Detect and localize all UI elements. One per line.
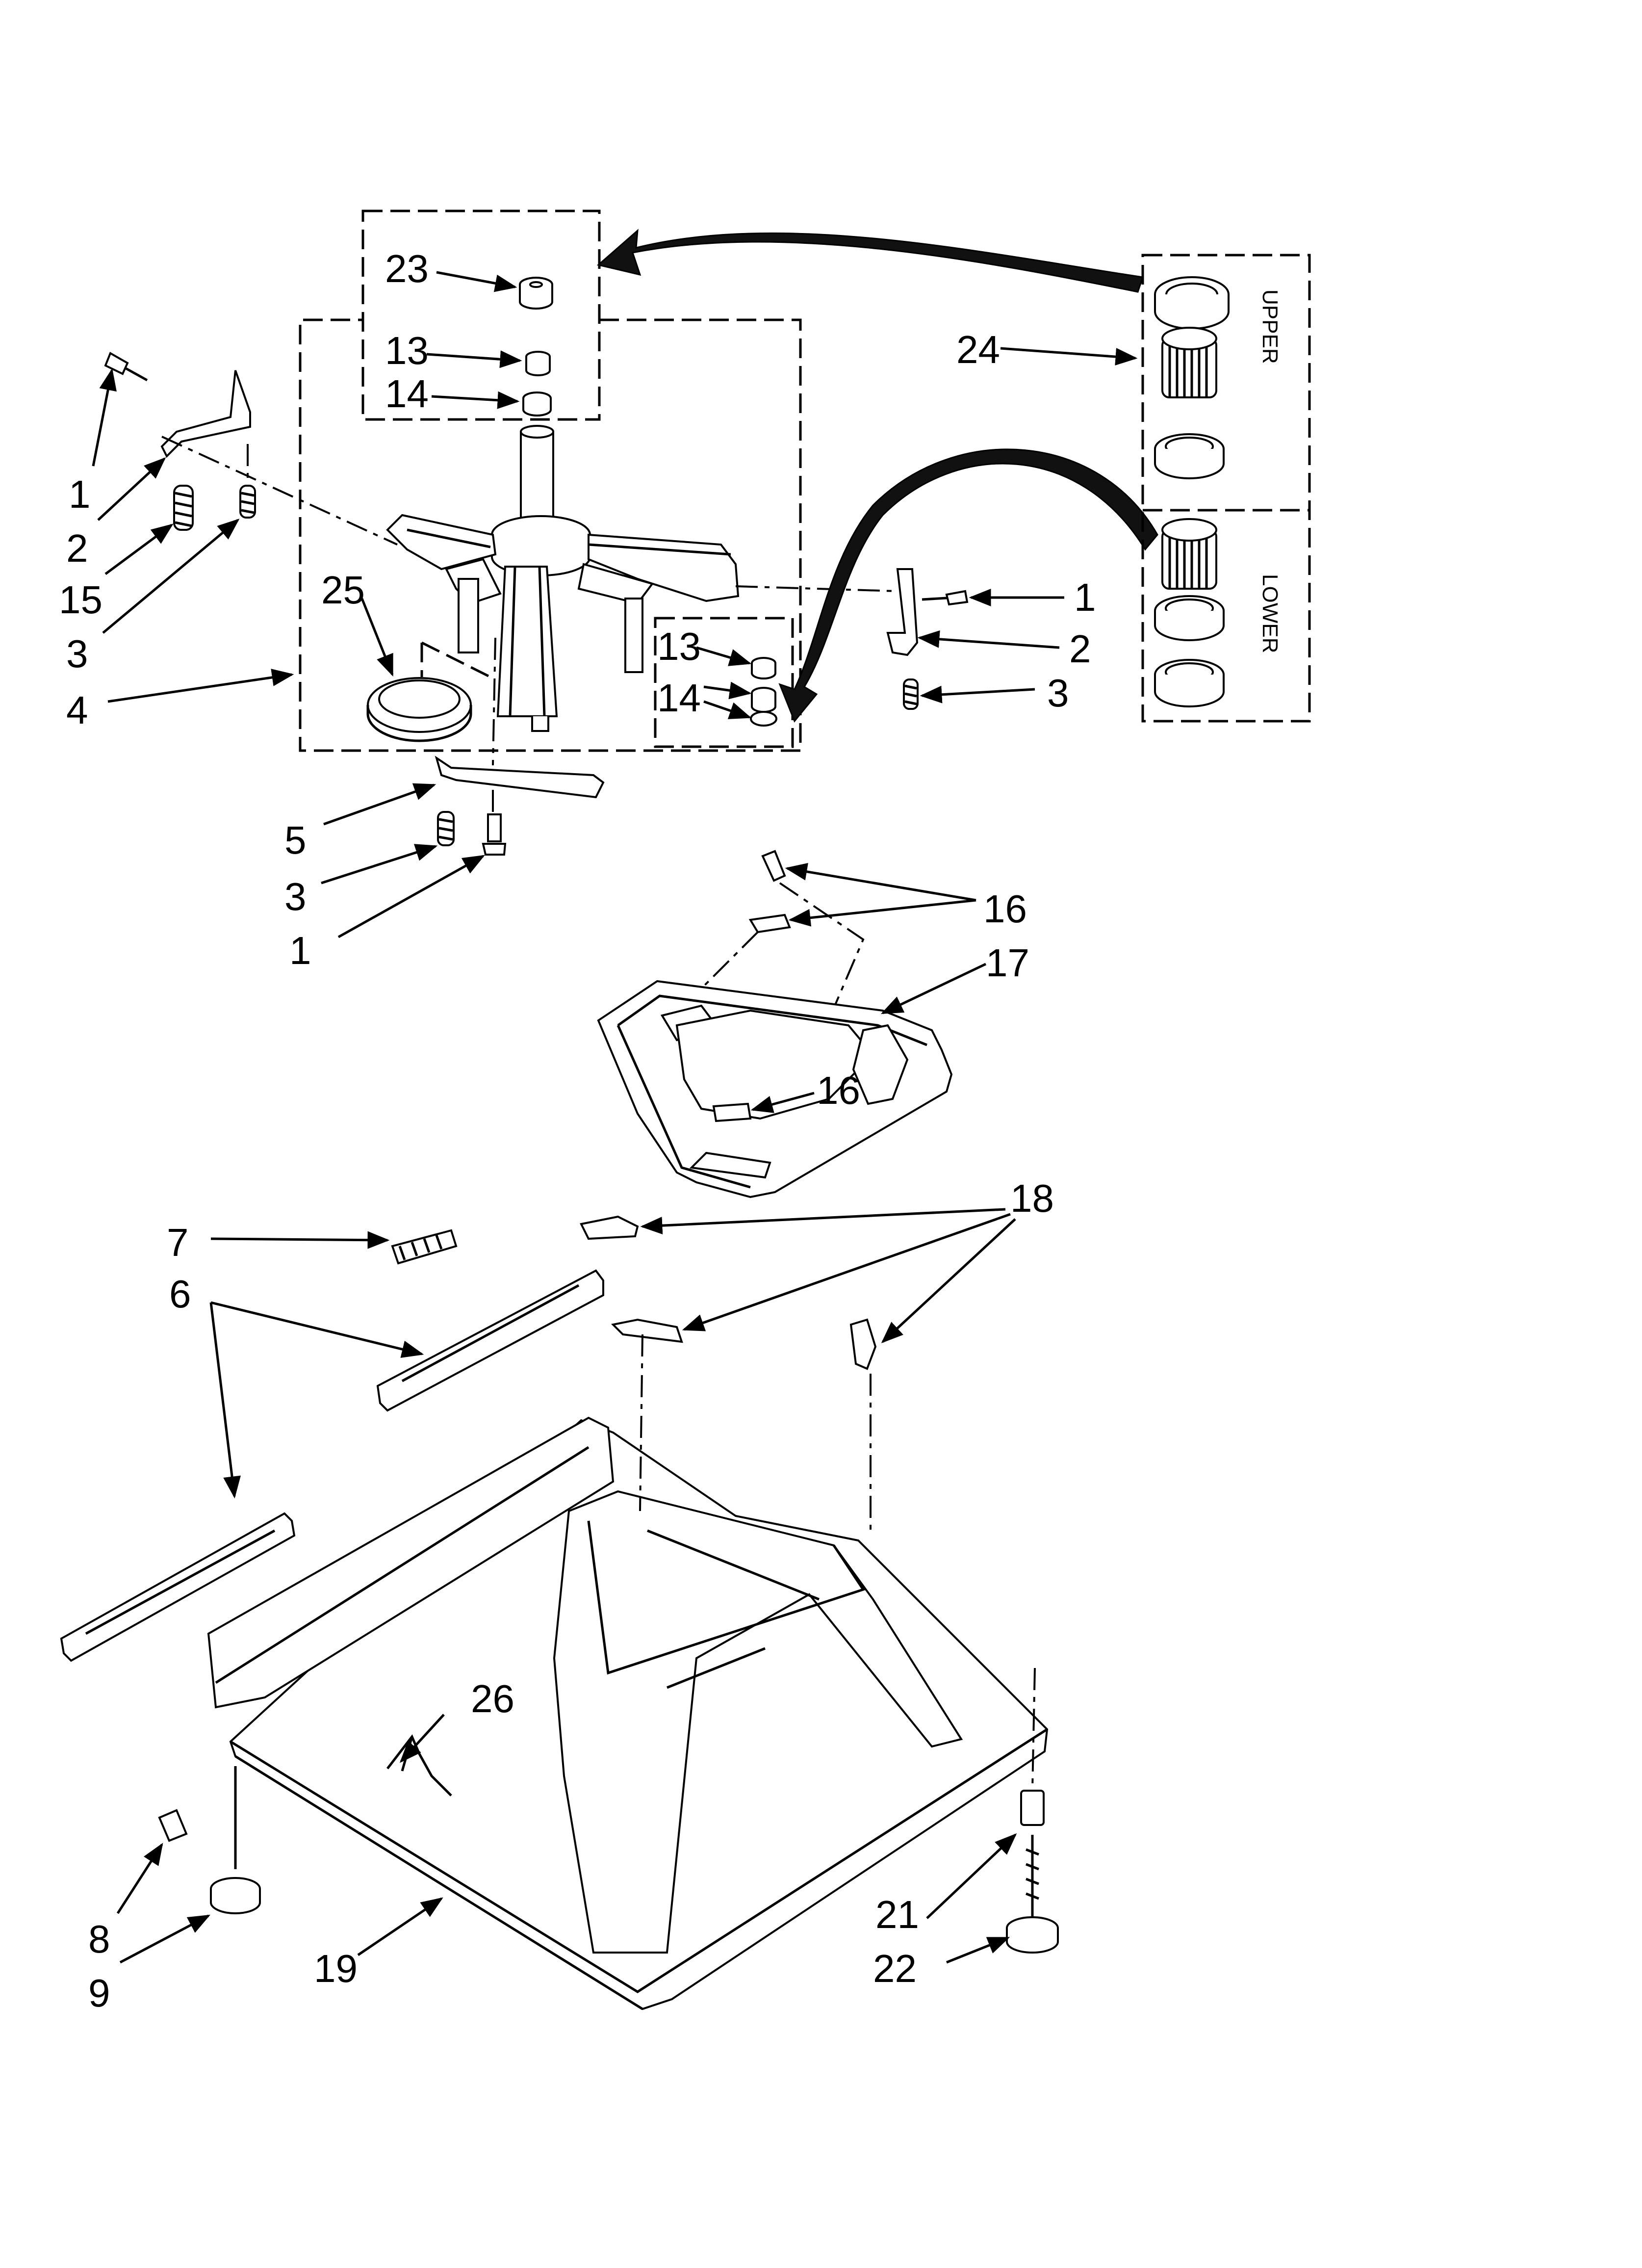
callout-1: 1 xyxy=(69,472,91,516)
callout-9: 9 xyxy=(88,1971,110,2015)
clip-16-lower xyxy=(712,1102,752,1122)
spring-3-left-icon xyxy=(239,485,256,519)
callout-16-mid: 16 xyxy=(817,1069,860,1112)
bracket-2-left xyxy=(160,370,251,458)
callout-17: 17 xyxy=(986,941,1029,985)
spring-7-icon xyxy=(391,1229,458,1265)
callout-6: 6 xyxy=(169,1272,191,1316)
callout-26: 26 xyxy=(471,1677,514,1721)
callout-18: 18 xyxy=(1010,1176,1054,1220)
callout-4: 4 xyxy=(66,688,88,732)
bolt-right-icon xyxy=(922,590,969,606)
spring-3-bottom-icon xyxy=(437,811,455,846)
kit-label-upper: UPPER xyxy=(1258,289,1282,364)
kit-label-lower: LOWER xyxy=(1258,574,1282,653)
dashed-box-23-13-14 xyxy=(361,209,601,421)
clip-16-mid xyxy=(748,913,791,934)
callout-8: 8 xyxy=(88,1917,110,1961)
bearing-icon xyxy=(1154,659,1225,707)
arrow-icon xyxy=(596,229,1144,293)
bar-6-upper xyxy=(376,1269,604,1412)
bar-6-lower xyxy=(60,1512,296,1662)
gear-bearing-icon xyxy=(1161,518,1217,590)
callout-1-right: 1 xyxy=(1074,575,1096,619)
leveling-leg-22-icon xyxy=(1006,1668,1059,1954)
frame-17-assembly xyxy=(60,850,953,1662)
bearing-icon xyxy=(1154,433,1225,479)
dashed-box-main xyxy=(299,318,802,752)
bolt-icon xyxy=(104,352,148,382)
callout-labels: 23 13 14 1 2 15 3 4 25 24 1 2 3 13 14 5 … xyxy=(59,247,1096,2015)
bracket-2-right xyxy=(886,568,919,656)
callout-15: 15 xyxy=(59,578,103,622)
callout-3: 3 xyxy=(66,632,88,676)
callout-25: 25 xyxy=(321,568,365,612)
clip-16-top xyxy=(761,850,786,882)
leader-lines xyxy=(92,271,1138,1964)
arrow-icon xyxy=(778,448,1158,723)
callout-13: 13 xyxy=(385,329,429,372)
callout-5: 5 xyxy=(284,818,307,862)
callout-2-right: 2 xyxy=(1069,627,1091,671)
washer-13-icon xyxy=(525,351,551,376)
ring-25-icon xyxy=(366,677,472,742)
callout-24: 24 xyxy=(956,328,1000,371)
callout-23: 23 xyxy=(385,247,429,290)
callout-1-bottom: 1 xyxy=(289,929,311,972)
callout-19: 19 xyxy=(314,1947,358,1990)
bolt-1-bottom-icon xyxy=(482,813,507,856)
dashed-box-24 xyxy=(1141,254,1311,723)
dashed-box-13-14-side xyxy=(654,617,794,748)
nut-23-icon xyxy=(519,277,553,310)
washer-14-side-icon xyxy=(750,687,777,727)
callout-3-right: 3 xyxy=(1047,671,1069,715)
callout-22: 22 xyxy=(873,1947,917,1990)
base-19-assembly xyxy=(158,1334,1059,2010)
callout-2: 2 xyxy=(66,526,88,570)
callout-21: 21 xyxy=(875,1893,919,1936)
callout-14-side: 14 xyxy=(657,676,701,720)
washer-13-side-icon xyxy=(751,657,776,679)
callout-13-side: 13 xyxy=(657,625,701,668)
washer-14-icon xyxy=(522,391,552,417)
bearing-kit-24: UPPER LOWER xyxy=(1141,254,1311,723)
spring-3-right-icon xyxy=(903,678,919,710)
callout-3-bottom: 3 xyxy=(284,875,307,918)
spring-15-icon xyxy=(173,485,194,531)
suspension-assembly xyxy=(104,209,969,856)
clip-18-b xyxy=(611,1318,683,1343)
clip-18-c xyxy=(849,1318,877,1370)
bearing-icon xyxy=(1154,276,1230,330)
bracket-5 xyxy=(435,756,605,799)
leveling-leg-9-icon xyxy=(158,1766,261,1914)
callout-7: 7 xyxy=(167,1221,189,1264)
gear-bearing-icon xyxy=(1161,327,1217,398)
clip-18-a xyxy=(580,1215,639,1240)
bearing-icon xyxy=(1154,595,1225,641)
callout-16-top: 16 xyxy=(983,887,1027,931)
callout-14: 14 xyxy=(385,372,429,416)
